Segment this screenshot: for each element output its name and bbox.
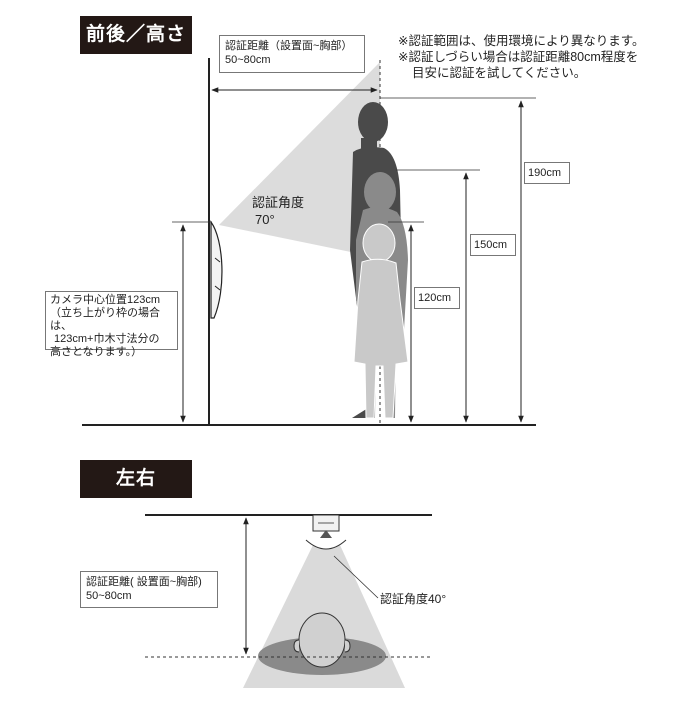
front-distance-label: 認証距離（設置面~胸部） [225,40,353,52]
height-120-label: 120cm [414,287,460,309]
camera-height-line1: カメラ中心位置123cm [50,294,161,306]
person-ear-right [344,639,351,653]
camera-height-line2: （立ち上がり枠の場合は、 [50,307,160,332]
front-distance-value: 50~80cm [225,54,271,66]
height-150-label: 150cm [470,234,516,256]
side-distance-label: 認証距離( 設置面~胸部) [86,576,202,588]
camera-device-lens2 [214,285,221,291]
usage-note-line2: ※認証しづらい場合は認証距離80cm程度を [398,50,639,64]
camera-device [210,220,223,319]
recognition-cone-front [219,62,380,258]
camera-device-lens [214,257,221,263]
side-distance-value: 50~80cm [86,590,132,602]
person-ear-left [293,639,300,653]
front-angle-value: 70° [255,212,275,227]
height-190-label: 190cm [524,162,570,184]
camera-height-box: カメラ中心位置123cm （立ち上がり枠の場合は、 123cm+巾木寸法分の 高… [45,291,178,358]
person-head-top [298,612,346,668]
usage-note-line1: ※認証範囲は、使用環境により異なります。 [398,34,645,48]
side-camera-device [305,514,347,550]
section-title-front-height: 前後／高さ [80,16,192,54]
usage-note-line3: 目安に認証を試してください。 [412,66,587,80]
section-title-left-right: 左右 [80,460,192,498]
camera-height-line3: 123cm+巾木寸法分の [54,333,160,345]
front-angle-label: 認証角度 [252,195,305,210]
side-distance-box: 認証距離( 設置面~胸部) 50~80cm [80,571,218,608]
front-distance-box: 認証距離（設置面~胸部） 50~80cm [219,35,365,73]
child-figure [353,223,409,419]
side-angle-label: 認証角度40° [380,592,447,606]
side-angle-leader [333,555,379,599]
camera-height-line4: 高さとなります。） [50,346,143,358]
